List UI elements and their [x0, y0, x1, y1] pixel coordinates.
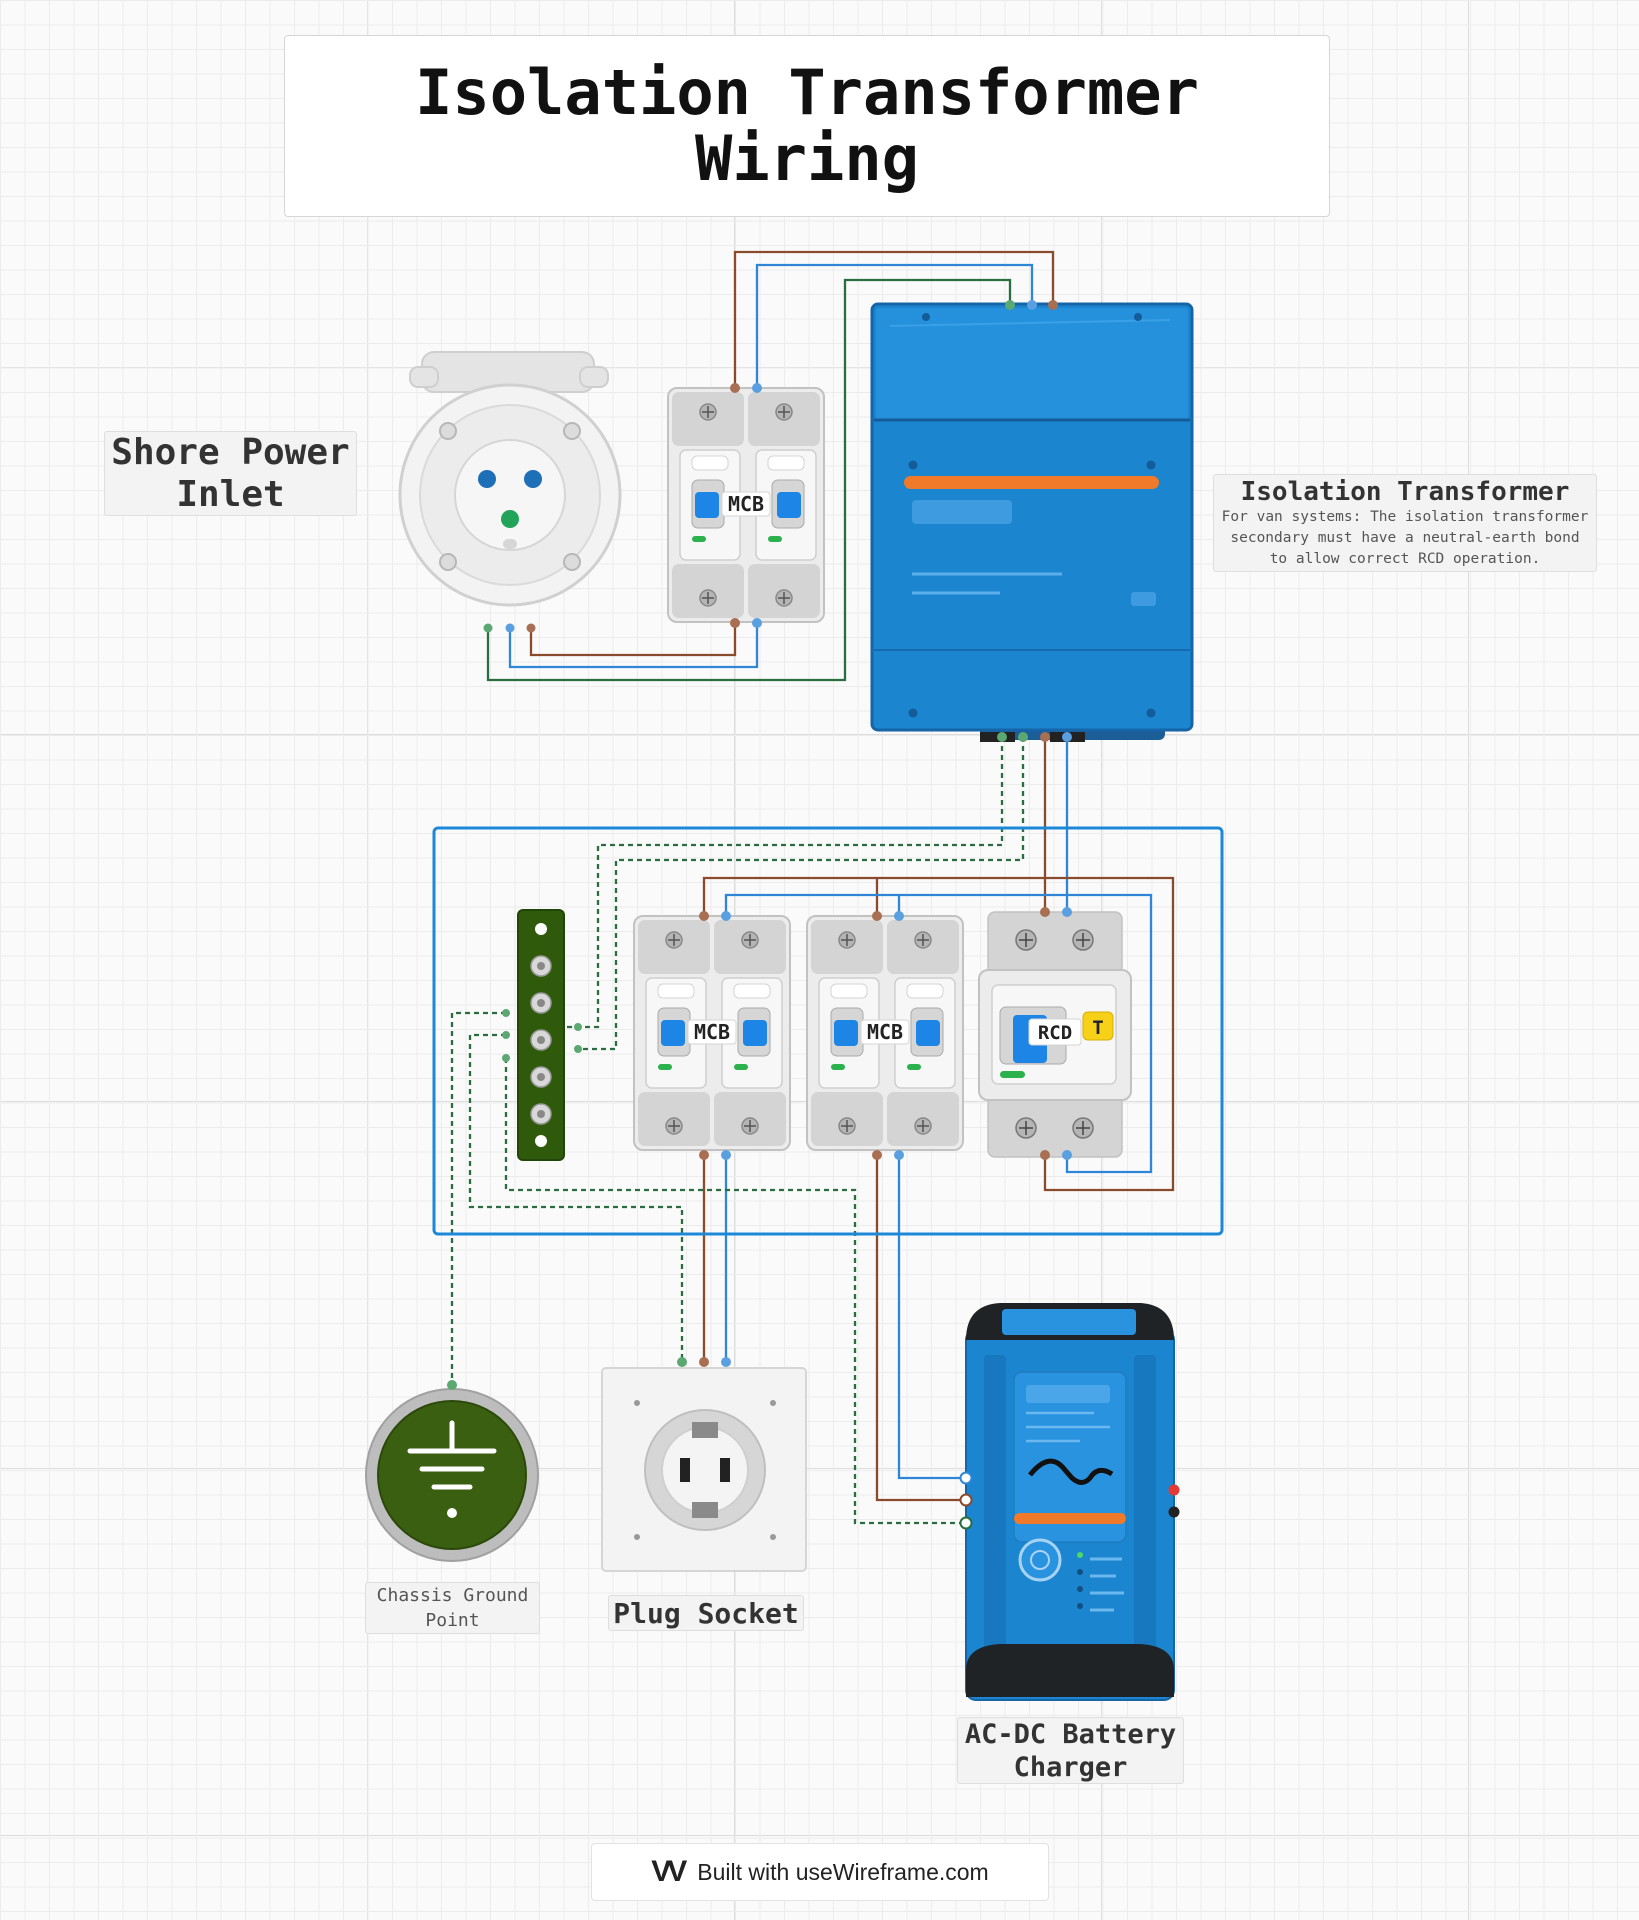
chassis-ground-point[interactable]	[365, 1380, 539, 1562]
shore-power-inlet-label: Shore Power Inlet	[104, 431, 357, 516]
chassis-ground-label: Chassis Ground Point	[365, 1582, 540, 1634]
footer-text: Built with useWireframe.com	[697, 1858, 989, 1885]
ac-dc-battery-charger[interactable]	[959, 1303, 1180, 1701]
mcb-socket-circuit[interactable]: MCB	[633, 915, 791, 1151]
transformer-orange-stripe	[904, 476, 1159, 489]
rcd-test-label: T	[1092, 1017, 1103, 1039]
mcb-charger-label: MCB	[867, 1020, 903, 1044]
wire-earth-sec-2	[578, 737, 1025, 1051]
diagram-title: Isolation Transformer Wiring	[284, 35, 1330, 217]
earth-busbar	[502, 909, 582, 1161]
wire-live-rcd-to-mcbs	[702, 876, 1175, 1192]
isolation-transformer-label: Isolation Transformer For van systems: T…	[1213, 474, 1597, 572]
shore-power-inlet[interactable]	[398, 351, 622, 633]
mcb-shore-input[interactable]: MCB	[667, 387, 825, 623]
mcb-charger-circuit[interactable]: MCB	[806, 915, 964, 1151]
mcb-shore-terminals	[730, 383, 762, 628]
inlet-pin-neutral-icon	[524, 470, 542, 488]
ground-icon	[407, 1420, 497, 1490]
wire-live-mcb-to-transformer	[733, 250, 1055, 388]
charger-orange-stripe	[1014, 1513, 1126, 1524]
charger-label: AC-DC Battery Charger	[957, 1717, 1184, 1784]
mcb-socket-label: MCB	[694, 1020, 730, 1044]
isolation-transformer-title: Isolation Transformer	[1240, 476, 1570, 507]
inlet-pin-live-icon	[478, 470, 496, 488]
shore-label-line-2: Inlet	[176, 473, 285, 515]
rcd-terminals	[1040, 907, 1072, 1160]
inlet-pin-earth-icon	[501, 510, 519, 528]
rcd-test-button[interactable]	[1082, 1011, 1114, 1041]
chassis-label-line-2: Point	[425, 1610, 480, 1631]
isolation-transformer[interactable]	[870, 302, 1194, 742]
wireframe-logo-icon: VV	[651, 1855, 687, 1888]
wire-earth-inlet-to-transformer	[486, 278, 1012, 682]
charger-label-line-2: Charger	[1013, 1751, 1128, 1783]
title-line-2: Wiring	[695, 122, 919, 195]
footer-credit[interactable]: VV Built with useWireframe.com	[591, 1843, 1049, 1901]
charger-label-line-1: AC-DC Battery	[964, 1718, 1177, 1750]
wire-neutral-mcb-to-transformer	[755, 263, 1034, 388]
mcb-shore-label: MCB	[728, 492, 764, 516]
wire-neutral-inlet-to-mcb	[508, 623, 759, 669]
chassis-label-line-1: Chassis Ground	[376, 1585, 529, 1606]
isolation-transformer-description: For van systems: The isolation transform…	[1221, 508, 1589, 567]
charger-power-button[interactable]	[1018, 1538, 1062, 1582]
title-line-1: Isolation Transformer	[415, 56, 1199, 129]
wires	[450, 250, 1175, 1525]
wire-live-inlet-to-mcb	[529, 623, 737, 657]
charger-wave-icon	[1028, 1458, 1114, 1485]
shore-label-line-1: Shore Power	[111, 431, 350, 473]
wire-earth-bus-to-socket	[468, 1033, 684, 1362]
plug-socket-label: Plug Socket	[608, 1595, 804, 1631]
wire-live-mcb2-to-charger	[875, 1155, 966, 1502]
wire-earth-bus-to-charger	[504, 1058, 966, 1525]
wire-earth-bus-to-chassis	[450, 1011, 506, 1385]
rcd-label: RCD	[1038, 1022, 1072, 1044]
charger-dc-negative-terminal[interactable]	[1168, 1506, 1180, 1518]
wire-neutral-mcb2-to-charger	[897, 1155, 966, 1480]
charger-dc-positive-terminal[interactable]	[1168, 1484, 1180, 1496]
rcd[interactable]: RCD T	[978, 911, 1132, 1158]
transformer-terminals	[997, 300, 1072, 742]
panel-mcb-terminals	[699, 911, 904, 1160]
distribution-enclosure	[432, 826, 1224, 1236]
plug-socket[interactable]	[601, 1357, 807, 1572]
plug-socket-text: Plug Socket	[613, 1596, 799, 1630]
